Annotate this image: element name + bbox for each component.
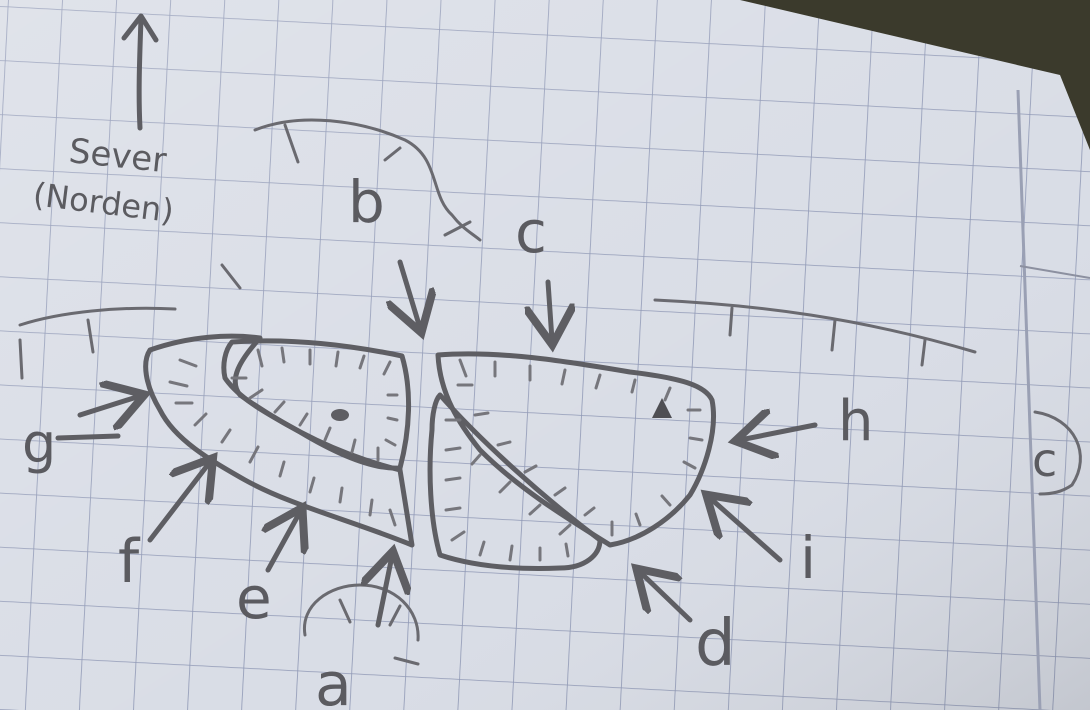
label-d: d — [695, 607, 736, 681]
label-f: f — [118, 527, 141, 597]
label-g: g — [22, 412, 56, 475]
label-a: a — [315, 650, 352, 710]
label-b: b — [348, 168, 385, 236]
arrow-g-tail — [58, 436, 118, 438]
center-dot-left — [331, 409, 349, 421]
label-h: h — [838, 389, 874, 454]
label-i: i — [800, 524, 816, 592]
label-c: c — [515, 198, 547, 266]
label-right-margin: c — [1032, 433, 1057, 487]
label-e: e — [236, 564, 272, 632]
